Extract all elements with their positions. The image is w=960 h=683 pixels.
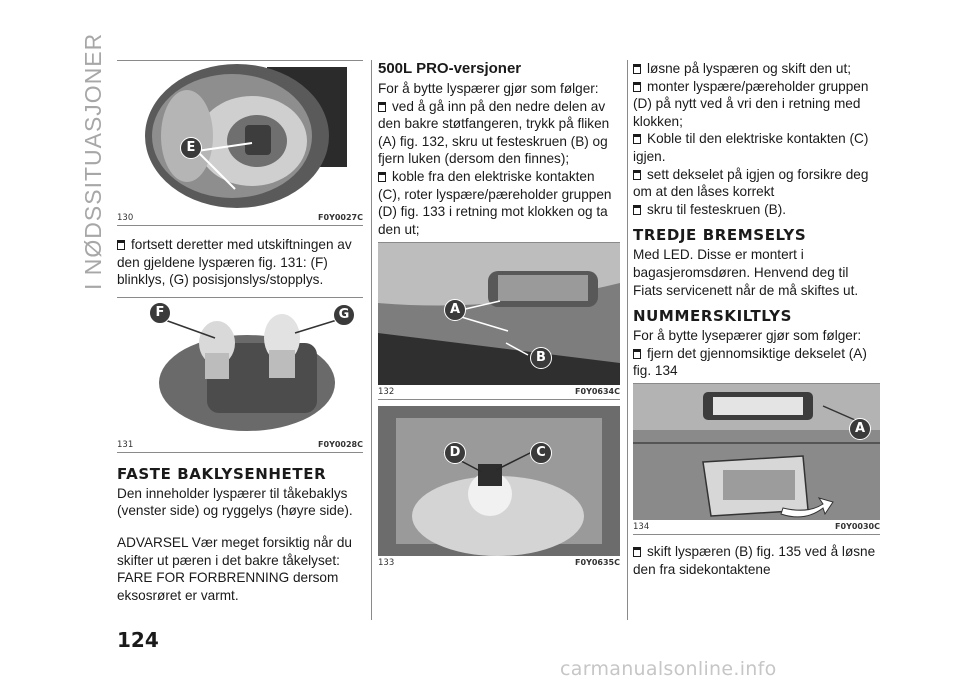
rear-light-housing-illustration	[145, 64, 347, 208]
callout-a: A	[444, 299, 466, 322]
figure-number: 131	[117, 439, 134, 450]
list-item: løsne på lyspæren og skift den ut;	[633, 60, 880, 78]
page-number: 124	[117, 628, 159, 652]
list-item: koble fra den elektriske kontakten (C), …	[378, 168, 620, 238]
paragraph: Med LED. Disse er montert i bagasjeromsd…	[633, 247, 859, 298]
figure-rule	[633, 382, 880, 384]
bullet-icon	[633, 64, 641, 74]
figure-134: A	[633, 383, 880, 520]
figure-rule	[117, 296, 363, 298]
callout-g: G	[333, 303, 355, 326]
list-item-text: koble fra den elektriske kontakten (C), …	[378, 168, 612, 237]
list-item: fortsett deretter med utskiftningen av d…	[117, 236, 363, 289]
list-item: skift lyspæren (B) fig. 135 ved å løsne …	[633, 543, 880, 578]
column-1: E 130 F0Y0027C fortsett deretter med uts…	[117, 60, 363, 604]
bullet-icon	[633, 348, 641, 359]
callout-d: D	[444, 442, 466, 465]
figure-code: F0Y0634C	[575, 387, 620, 397]
figure-number: 134	[633, 521, 650, 532]
figure-code: F0Y0027C	[318, 213, 363, 222]
warning-paragraph: ADVARSEL Vær meget forsiktig når du skif…	[117, 534, 352, 603]
figure-caption: 132 F0Y0634C	[378, 385, 620, 397]
list-item-text: fjern det gjennomsiktige dekselet (A) fi…	[633, 345, 867, 379]
list-item-text: monter lyspære/pæreholder gruppen (D) på…	[633, 78, 869, 129]
figure-caption: 130 F0Y0027C	[117, 211, 363, 223]
figure-132: A B	[378, 243, 620, 386]
bullet-icon	[117, 240, 125, 250]
license-plate-light-illustration	[633, 383, 880, 520]
callout-b: B	[530, 347, 552, 370]
list-item-text: skift lyspæren (B) fig. 135 ved å løsne …	[633, 543, 876, 577]
bulb-socket-illustration	[378, 406, 620, 557]
column-3: løsne på lyspæren og skift den ut; monte…	[633, 60, 880, 578]
section-heading: NUMMERSKILTLYS	[633, 307, 792, 326]
figure-133: D C	[378, 406, 620, 557]
figure-caption: 134 F0Y0030C	[633, 520, 880, 532]
section-heading: TREDJE BREMSELYS	[633, 226, 807, 245]
list-item: skru til festeskruen (B).	[633, 201, 880, 219]
figure-rule	[378, 242, 620, 244]
list-item: ved å gå inn på den nedre delen av den b…	[378, 98, 620, 168]
list-item-text: sett dekselet på igjen og forsikre deg o…	[633, 166, 869, 200]
list-item-text: Koble til den elektriske kontakten (C) i…	[633, 131, 869, 164]
bullet-icon	[633, 134, 641, 145]
column-divider	[371, 60, 372, 620]
list-item: monter lyspære/pæreholder gruppen (D) på…	[633, 78, 880, 131]
list-item: sett dekselet på igjen og forsikre deg o…	[633, 166, 880, 201]
bullet-icon	[378, 101, 386, 112]
figure-number: 133	[378, 558, 395, 569]
figure-code: F0Y0028C	[318, 439, 363, 449]
figure-130: E	[117, 61, 363, 211]
paragraph: For å bytte lyspærer gjør som følger:	[378, 81, 599, 96]
list-item-text: løsne på lyspæren og skift den ut;	[647, 61, 852, 76]
bulb-holder-illustration	[159, 313, 338, 431]
subsection-heading: 500L PRO-versjoner	[378, 60, 522, 77]
bullet-icon	[633, 204, 641, 215]
bullet-icon	[633, 81, 641, 92]
figure-rule	[117, 225, 363, 226]
paragraph: Den inneholder lyspærer til tåkebaklys (…	[117, 485, 353, 519]
list-item-text: ved å gå inn på den nedre delen av den b…	[378, 98, 610, 167]
figure-caption: 131 F0Y0028C	[117, 438, 363, 450]
figure-rule	[117, 60, 363, 61]
bullet-icon	[633, 169, 641, 180]
section-heading: FASTE BAKLYSENHETER	[117, 464, 327, 483]
callout-a: A	[849, 417, 871, 440]
callout-f: F	[149, 301, 171, 324]
figure-131: F G	[117, 297, 363, 438]
figure-rule	[117, 451, 363, 453]
figure-number: 132	[378, 387, 395, 398]
bullet-icon	[378, 171, 386, 182]
bumper-panel-illustration	[378, 243, 620, 386]
figure-number: 130	[117, 213, 134, 223]
paragraph: For å bytte lysepærer gjør som følger:	[633, 328, 862, 344]
list-item: Koble til den elektriske kontakten (C) i…	[633, 130, 880, 165]
section-side-tab: I NØDSSITUASJONER	[80, 33, 110, 290]
figure-rule	[378, 399, 620, 401]
figure-code: F0Y0635C	[575, 558, 620, 568]
section-side-tab-label: I NØDSSITUASJONER	[80, 32, 106, 290]
figure-code: F0Y0030C	[835, 521, 880, 531]
figure-rule	[633, 533, 880, 535]
column-2: 500L PRO-versjoner For å bytte lyspærer …	[378, 60, 620, 568]
list-item: fjern det gjennomsiktige dekselet (A) fi…	[633, 345, 880, 380]
figure-caption: 133 F0Y0635C	[378, 556, 620, 568]
bullet-icon	[633, 546, 641, 557]
footer-watermark[interactable]: carmanualsonline.info	[560, 658, 777, 680]
callout-e: E	[180, 137, 202, 159]
column-divider	[627, 60, 628, 620]
callout-c: C	[530, 442, 552, 465]
list-item-text: fortsett deretter med utskiftningen av d…	[117, 237, 352, 288]
list-item-text: skru til festeskruen (B).	[647, 201, 786, 217]
